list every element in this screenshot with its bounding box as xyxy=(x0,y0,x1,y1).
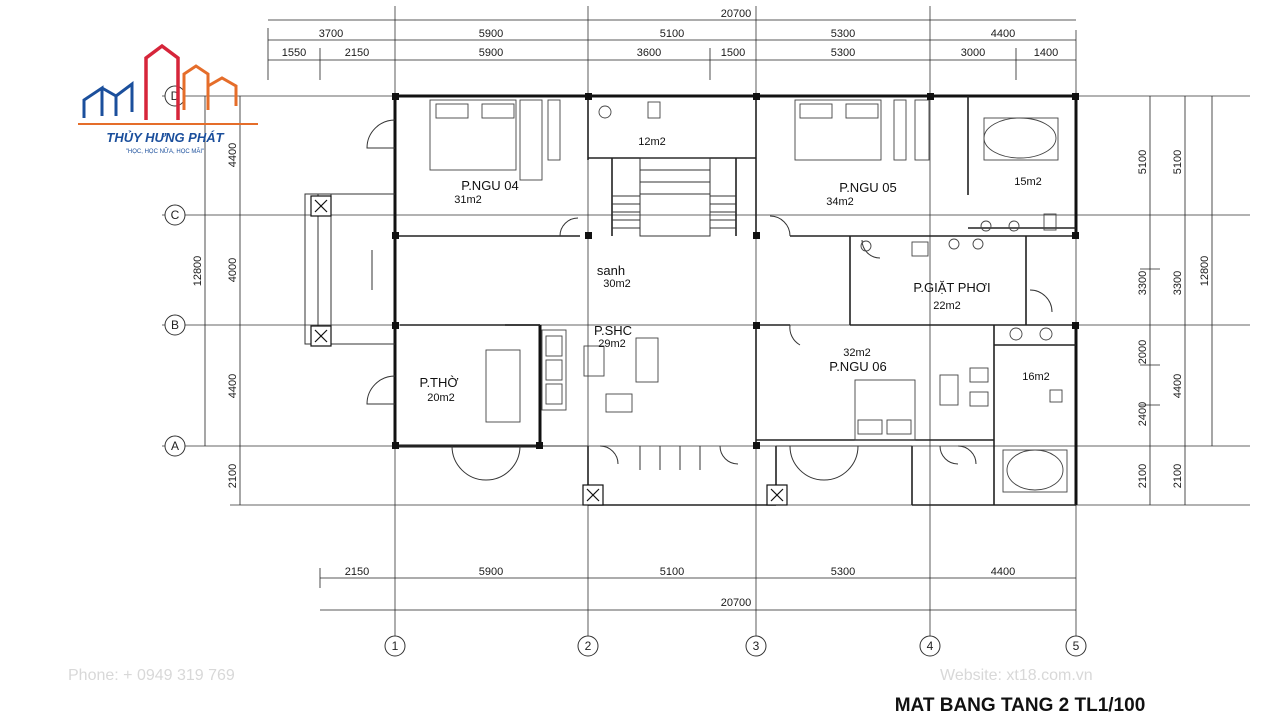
room-area-wc-12m2: 12m2 xyxy=(638,136,666,148)
room-area-p-ngu-06: 32m2 xyxy=(843,347,871,359)
axis-label-row-d: D xyxy=(171,89,180,103)
dim-top-row2-3: 5900 xyxy=(479,47,503,59)
column-posts xyxy=(392,93,1079,449)
dim-bottom-5: 4400 xyxy=(991,566,1015,578)
axis-label-col-2: 2 xyxy=(585,639,592,653)
axis-label-row-b: B xyxy=(171,318,179,332)
room-area-sanh: 30m2 xyxy=(603,278,631,290)
dim-top-row1-5: 4400 xyxy=(991,28,1015,40)
dim-top-row2-4: 3600 xyxy=(637,47,661,59)
interior-walls xyxy=(395,96,1076,506)
doors xyxy=(366,119,1053,481)
dim-bottom-total: 20700 xyxy=(721,597,752,609)
columns xyxy=(310,195,788,506)
axis-bubbles xyxy=(164,85,1087,657)
room-name-p-giat-phoi: P.GIẶT PHƠI xyxy=(913,280,990,295)
dim-top-row2-2: 2150 xyxy=(345,47,369,59)
watermark-phone: Phone: + 0949 319 769 xyxy=(68,667,235,684)
dim-right-inner-2: 3300 xyxy=(1137,271,1149,295)
axis-label-row-c: C xyxy=(171,208,180,222)
dim-bottom-4: 5300 xyxy=(831,566,855,578)
axis-label-col-3: 3 xyxy=(753,639,760,653)
dim-right-outer: 12800 xyxy=(1199,256,1211,287)
stairs xyxy=(612,157,736,237)
dim-left-inner-1: 4400 xyxy=(227,143,239,167)
dim-top-row1-1: 3700 xyxy=(319,28,343,40)
room-area-p-giat-phoi: 22m2 xyxy=(933,300,961,312)
room-area-wc-16m2: 16m2 xyxy=(1022,371,1050,383)
dimension-lines xyxy=(204,19,1213,611)
dim-right-inner-1: 5100 xyxy=(1137,150,1149,174)
logo-brand-name: THỦY HƯNG PHÁT xyxy=(106,130,224,145)
dim-bottom-2: 5900 xyxy=(479,566,503,578)
room-name-p-tho: P.THỜ xyxy=(419,375,458,390)
room-area-p-shc: 29m2 xyxy=(598,338,626,350)
dim-top-row1-3: 5100 xyxy=(660,28,684,40)
room-name-p-shc: P.SHC xyxy=(594,323,632,338)
watermark-website: Website: xt18.com.vn xyxy=(940,667,1093,684)
room-name-sanh: sanh xyxy=(597,263,625,278)
dim-bottom-3: 5100 xyxy=(660,566,684,578)
dim-left-inner-3: 4400 xyxy=(227,374,239,398)
axis-label-col-4: 4 xyxy=(927,639,934,653)
dim-top-total: 20700 xyxy=(721,8,752,20)
room-name-p-ngu-04: P.NGU 04 xyxy=(461,178,519,193)
room-name-p-ngu-05: P.NGU 05 xyxy=(839,180,897,195)
drawing-title: MAT BANG TANG 2 TL1/100 xyxy=(895,695,1146,716)
dim-right-inner-4: 2400 xyxy=(1137,402,1149,426)
dim-right-inner-3: 2000 xyxy=(1137,340,1149,364)
logo-slogan: "HỌC, HỌC NỮA, HỌC MÃI" xyxy=(126,148,204,155)
dim-right-inner-5: 2100 xyxy=(1137,464,1149,488)
room-area-p-tho: 20m2 xyxy=(427,392,455,404)
room-name-p-ngu-06: P.NGU 06 xyxy=(829,359,887,374)
dim-top-row2-6: 5300 xyxy=(831,47,855,59)
dim-top-row2-5: 1500 xyxy=(721,47,745,59)
dim-right-mid-1: 5100 xyxy=(1172,150,1184,174)
room-area-p-ngu-04: 31m2 xyxy=(454,194,482,206)
dim-right-mid-2: 3300 xyxy=(1172,271,1184,295)
dim-right-mid-4: 2100 xyxy=(1172,464,1184,488)
furniture xyxy=(429,99,1068,493)
dim-left-inner-2: 4000 xyxy=(227,258,239,282)
axis-label-row-a: A xyxy=(171,439,179,453)
axis-label-col-5: 5 xyxy=(1073,639,1080,653)
company-logo: THỦY HƯNG PHÁT "HỌC, HỌC NỮA, HỌC MÃI" xyxy=(78,43,258,155)
dim-left-inner-4: 2100 xyxy=(227,464,239,488)
axis-label-col-1: 1 xyxy=(392,639,399,653)
dim-top-row2-1: 1550 xyxy=(282,47,306,59)
room-area-wc-15m2: 15m2 xyxy=(1014,176,1042,188)
grid-lines xyxy=(162,6,1250,640)
dim-bottom-1: 2150 xyxy=(345,566,369,578)
dim-left-outer: 12800 xyxy=(192,256,204,287)
room-area-p-ngu-05: 34m2 xyxy=(826,196,854,208)
dim-top-row1-4: 5300 xyxy=(831,28,855,40)
dim-right-mid-3: 4400 xyxy=(1172,374,1184,398)
dim-top-row2-7: 3000 xyxy=(961,47,985,59)
dim-top-row1-2: 5900 xyxy=(479,28,503,40)
dim-top-row2-8: 1400 xyxy=(1034,47,1058,59)
